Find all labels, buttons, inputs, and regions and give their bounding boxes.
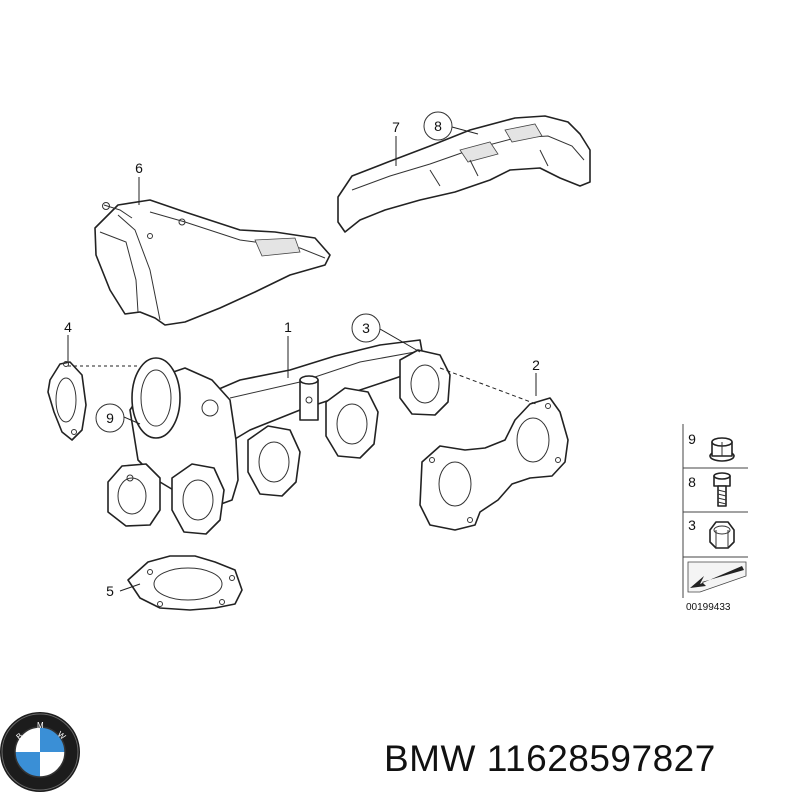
self-locking-nut-icon [709,521,735,549]
legend-number-3: 3 [688,517,696,533]
callout-3: 3 [362,320,370,336]
callout-5: 5 [106,583,114,599]
bmw-logo-icon: B M W [0,712,80,792]
downpipe-gasket [127,555,243,611]
heat-shield-upper [337,115,591,233]
orientation-arrow-icon [687,561,747,593]
exhaust-manifold [107,339,451,535]
manifold-gasket [419,397,569,531]
callout-7: 7 [392,119,400,135]
callout-6: 6 [135,160,143,176]
legend-number-9: 9 [688,431,696,447]
callout-2: 2 [532,357,540,373]
leader-lines [67,126,537,592]
bolt-icon [713,472,731,507]
callout-9: 9 [106,410,114,426]
svg-text:M: M [37,721,44,730]
diagram-code: 00199433 [686,602,731,613]
turbo-gasket [47,361,87,441]
hex-flange-nut-icon [709,437,735,462]
callout-numbers: 1 2 3 4 5 6 7 8 9 [64,111,540,599]
legend-number-8: 8 [688,474,696,490]
callout-4: 4 [64,319,72,335]
callout-1: 1 [284,319,292,335]
svg-text:W: W [56,730,68,742]
callout-8: 8 [434,118,442,134]
heat-shield-lower [94,199,331,326]
fastener-legend: 9 8 3 00199433 [682,424,748,613]
part-number-caption: BMW 11628597827 [384,738,716,779]
svg-text:B: B [15,731,25,741]
